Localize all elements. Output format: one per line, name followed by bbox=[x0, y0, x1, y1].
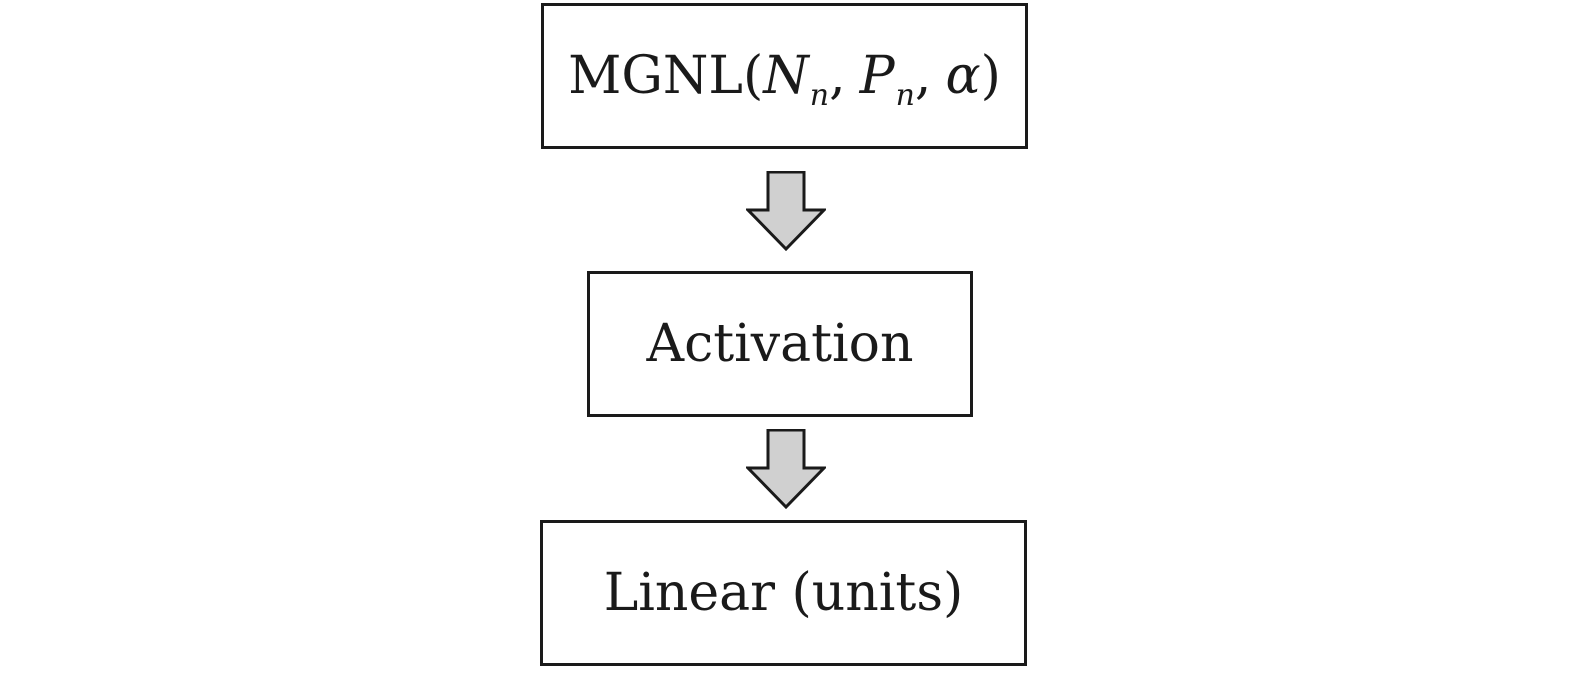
mgnl-sep2: , bbox=[914, 46, 932, 106]
down-arrow-shape bbox=[746, 171, 826, 251]
linear-label: Linear (units) bbox=[603, 563, 964, 623]
mgnl-name: MGNL bbox=[568, 46, 743, 106]
linear-block: Linear (units) bbox=[540, 520, 1027, 666]
down-arrow-icon bbox=[746, 171, 826, 251]
mgnl-formula: MGNL ( N n , P n , α ) bbox=[568, 46, 1001, 111]
down-arrow-shape bbox=[746, 429, 826, 509]
mgnl-arg1-sub: n bbox=[809, 78, 830, 113]
mgnl-arg2-var: P bbox=[859, 46, 895, 106]
mgnl-sep1: , bbox=[829, 46, 846, 106]
mgnl-close-paren: ) bbox=[980, 46, 1001, 106]
mgnl-arg2-sub: n bbox=[895, 78, 915, 113]
activation-label: Activation bbox=[646, 314, 914, 374]
mgnl-arg1-var: N bbox=[763, 46, 809, 106]
mgnl-open-paren: ( bbox=[742, 46, 764, 106]
down-arrow-icon bbox=[746, 429, 826, 509]
mgnl-block: MGNL ( N n , P n , α ) bbox=[541, 3, 1028, 149]
activation-block: Activation bbox=[587, 271, 973, 417]
mgnl-arg3-var: α bbox=[945, 46, 981, 106]
